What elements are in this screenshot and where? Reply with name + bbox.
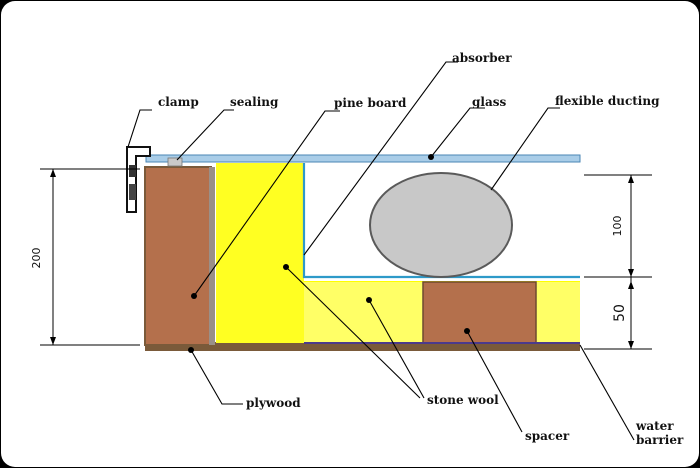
- dim-100-arrow-top: [628, 175, 634, 183]
- plywood-dot: [188, 347, 194, 353]
- dim-200-arrow-bottom: [50, 337, 56, 345]
- label-barrier: barrier: [636, 433, 684, 447]
- dim-50-arrow-bottom: [628, 341, 634, 349]
- label-absorber: absorber: [452, 51, 512, 65]
- absorber-leader: [303, 61, 458, 256]
- plywood-panel: [144, 166, 212, 346]
- label-flexible-ducting: flexible ducting: [555, 94, 660, 108]
- plywood-leader: [190, 349, 243, 405]
- dim-200-label: 200: [30, 248, 43, 269]
- stone-wool-dot-2: [366, 297, 372, 303]
- label-pine-board: pine board: [334, 96, 407, 110]
- stone-wool-leader-1: [285, 266, 421, 399]
- label-plywood: plywood: [246, 396, 301, 410]
- dim-100-label: 100: [611, 216, 624, 237]
- flexible-ducting-leader: [490, 107, 560, 191]
- label-glass: glass: [472, 95, 506, 109]
- clamp-leader: [127, 109, 152, 148]
- glass-pane: [145, 154, 581, 163]
- label-sealing: sealing: [230, 95, 279, 109]
- stone-wool-dot-1: [283, 264, 289, 270]
- absorber-plate: [302, 163, 580, 279]
- dim-100-arrow-bottom: [628, 269, 634, 277]
- spacer-leader: [466, 330, 523, 433]
- dim-200-arrow-top: [50, 169, 56, 177]
- sealing-strip: [167, 157, 183, 167]
- label-spacer: spacer: [525, 429, 570, 443]
- pine-board-region: [216, 163, 304, 343]
- clamp-bolt-bottom: [129, 184, 136, 200]
- dim-50-arrow-top: [628, 281, 634, 289]
- label-water: water: [635, 419, 674, 433]
- spacer-block: [422, 281, 537, 344]
- water-barrier-leader: [579, 344, 635, 441]
- label-stone-wool: stone wool: [427, 393, 499, 407]
- stone-wool-leader-2: [368, 299, 425, 399]
- sealing-leader: [176, 109, 234, 161]
- pine-board-dot: [191, 293, 197, 299]
- plywood-edge: [209, 167, 215, 345]
- glass-leader: [430, 107, 485, 158]
- plywood-base: [145, 342, 580, 351]
- flexible-ducting-shape: [369, 172, 513, 278]
- glass-dot: [428, 154, 434, 160]
- clamp-bolt-top: [129, 165, 136, 177]
- pine-board-leader: [193, 110, 340, 297]
- label-clamp: clamp: [158, 95, 199, 109]
- spacer-dot: [464, 328, 470, 334]
- dim-50-label: 50: [612, 304, 628, 322]
